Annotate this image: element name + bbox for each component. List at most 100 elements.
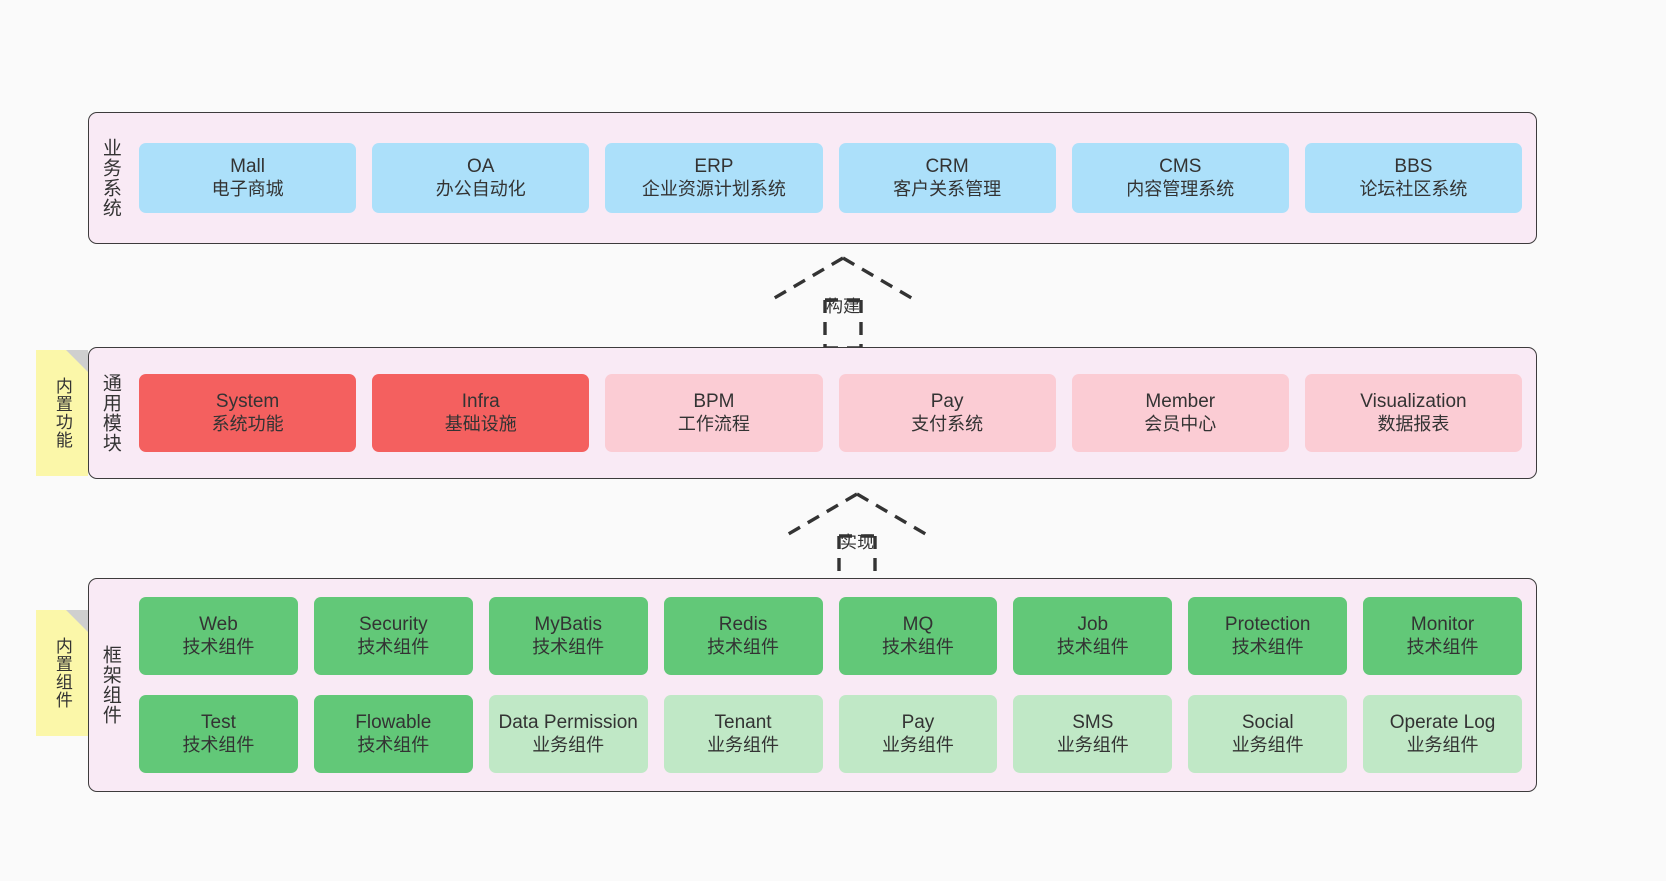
node-label-en: Test	[201, 712, 236, 734]
node-system[interactable]: System 系统功能	[139, 374, 357, 452]
node-label-en: Member	[1145, 391, 1216, 413]
node-web[interactable]: Web 技术组件	[139, 597, 298, 675]
node-visualization[interactable]: Visualization 数据报表	[1304, 374, 1523, 452]
layer-title-common-module: 通用模块	[99, 373, 121, 453]
sticky-note-builtin-component: 内置组件	[36, 610, 88, 736]
sticky-note-label: 内置组件	[52, 637, 72, 709]
layer-business-system: 业务系统 Mall 电子商城 OA 办公自动化 ERP 企业资源计划系统 CRM…	[88, 112, 1537, 244]
node-label-cn: 客户关系管理	[893, 178, 1002, 199]
node-label-en: ERP	[694, 156, 734, 178]
node-bpm[interactable]: BPM 工作流程	[605, 374, 823, 452]
node-erp[interactable]: ERP 企业资源计划系统	[605, 143, 823, 213]
node-label-en: Pay	[901, 712, 935, 734]
node-label-cn: 技术组件	[881, 636, 954, 657]
layer-common-module: 通用模块 System 系统功能 Infra 基础设施 BPM 工作流程 Pay…	[88, 347, 1537, 479]
node-label-cn: 业务组件	[1406, 734, 1479, 755]
connector-implement-label: 实现	[840, 533, 874, 552]
node-flowable[interactable]: Flowable 技术组件	[313, 695, 473, 773]
node-label-en: MyBatis	[534, 614, 602, 636]
node-label-en: CMS	[1159, 156, 1202, 178]
node-monitor[interactable]: Monitor 技术组件	[1363, 597, 1522, 675]
node-label-cn: 技术组件	[182, 636, 255, 657]
layer-title-business-system: 业务系统	[99, 138, 121, 218]
box-row: Test 技术组件 Flowable 技术组件 Data Permission …	[139, 695, 1522, 773]
node-label-cn: 业务组件	[881, 734, 954, 755]
node-label-cn: 技术组件	[1056, 636, 1129, 657]
node-label-en: Security	[358, 614, 428, 636]
box-row: Web 技术组件 Security 技术组件 MyBatis 技术组件 Redi…	[139, 597, 1522, 675]
node-label-en: Data Permission	[498, 712, 638, 734]
node-data-permission[interactable]: Data Permission 业务组件	[488, 695, 648, 773]
node-label-en: Job	[1077, 614, 1109, 636]
node-label-en: SMS	[1072, 712, 1114, 734]
node-label-cn: 技术组件	[182, 734, 255, 755]
node-infra[interactable]: Infra 基础设施	[372, 374, 590, 452]
node-security[interactable]: Security 技术组件	[313, 597, 473, 675]
node-job[interactable]: Job 技术组件	[1013, 597, 1173, 675]
node-label-cn: 会员中心	[1144, 413, 1217, 434]
connector-build: 构建	[753, 252, 933, 352]
node-label-en: System	[215, 391, 280, 413]
node-pay-module[interactable]: Pay 支付系统	[838, 374, 1056, 452]
node-oa[interactable]: OA 办公自动化	[372, 143, 590, 213]
node-social[interactable]: Social 业务组件	[1188, 695, 1348, 773]
node-label-cn: 业务组件	[532, 734, 605, 755]
box-row: System 系统功能 Infra 基础设施 BPM 工作流程 Pay 支付系统…	[139, 374, 1523, 452]
node-label-en: Social	[1241, 712, 1294, 734]
node-label-cn: 企业资源计划系统	[641, 178, 786, 199]
layer-common-module-boxes: System 系统功能 Infra 基础设施 BPM 工作流程 Pay 支付系统…	[131, 348, 1536, 478]
box-row: Mall 电子商城 OA 办公自动化 ERP 企业资源计划系统 CRM 客户关系…	[139, 143, 1523, 213]
node-sms[interactable]: SMS 业务组件	[1013, 695, 1173, 773]
node-crm[interactable]: CRM 客户关系管理	[838, 143, 1056, 213]
node-label-cn: 技术组件	[707, 636, 780, 657]
node-label-cn: 业务组件	[1056, 734, 1129, 755]
node-label-en: MQ	[902, 614, 934, 636]
layer-business-system-boxes: Mall 电子商城 OA 办公自动化 ERP 企业资源计划系统 CRM 客户关系…	[131, 113, 1536, 243]
node-protection[interactable]: Protection 技术组件	[1188, 597, 1348, 675]
sticky-note-label: 内置功能	[52, 377, 72, 449]
node-label-en: Operate Log	[1389, 712, 1496, 734]
node-label-en: Flowable	[355, 712, 432, 734]
node-test[interactable]: Test 技术组件	[139, 695, 298, 773]
node-label-cn: 技术组件	[1406, 636, 1479, 657]
node-label-en: OA	[467, 156, 495, 178]
node-mq[interactable]: MQ 技术组件	[838, 597, 998, 675]
node-mall[interactable]: Mall 电子商城	[139, 143, 357, 213]
layer-title-framework-component: 框架组件	[99, 645, 121, 725]
node-label-cn: 办公自动化	[435, 178, 526, 199]
node-label-en: Monitor	[1410, 614, 1475, 636]
node-pay-component[interactable]: Pay 业务组件	[838, 695, 998, 773]
node-tenant[interactable]: Tenant 业务组件	[663, 695, 823, 773]
node-label-cn: 系统功能	[211, 413, 284, 434]
node-label-cn: 业务组件	[707, 734, 780, 755]
node-label-en: Redis	[718, 614, 768, 636]
node-label-en: Visualization	[1360, 391, 1467, 413]
node-label-en: Web	[199, 614, 238, 636]
connector-implement: 实现	[767, 488, 947, 588]
node-cms[interactable]: CMS 内容管理系统	[1071, 143, 1289, 213]
node-label-en: Pay	[930, 391, 964, 413]
node-label-cn: 业务组件	[1231, 734, 1304, 755]
node-label-en: BBS	[1394, 156, 1433, 178]
node-redis[interactable]: Redis 技术组件	[663, 597, 823, 675]
node-label-cn: 论坛社区系统	[1359, 178, 1468, 199]
node-mybatis[interactable]: MyBatis 技术组件	[488, 597, 648, 675]
node-label-en: Mall	[230, 156, 265, 178]
node-label-en: Tenant	[714, 712, 772, 734]
node-label-en: CRM	[925, 156, 969, 178]
node-label-cn: 技术组件	[532, 636, 605, 657]
node-label-cn: 技术组件	[357, 734, 430, 755]
sticky-note-builtin-feature: 内置功能	[36, 350, 88, 476]
layer-framework-component-boxes: Web 技术组件 Security 技术组件 MyBatis 技术组件 Redi…	[131, 579, 1536, 791]
node-label-en: BPM	[693, 391, 735, 413]
node-member[interactable]: Member 会员中心	[1071, 374, 1289, 452]
node-label-cn: 基础设施	[444, 413, 517, 434]
node-label-cn: 支付系统	[911, 413, 984, 434]
node-label-cn: 技术组件	[357, 636, 430, 657]
node-label-cn: 工作流程	[677, 413, 750, 434]
node-label-cn: 内容管理系统	[1126, 178, 1235, 199]
node-bbs[interactable]: BBS 论坛社区系统	[1304, 143, 1523, 213]
node-operate-log[interactable]: Operate Log 业务组件	[1363, 695, 1522, 773]
node-label-cn: 技术组件	[1231, 636, 1304, 657]
